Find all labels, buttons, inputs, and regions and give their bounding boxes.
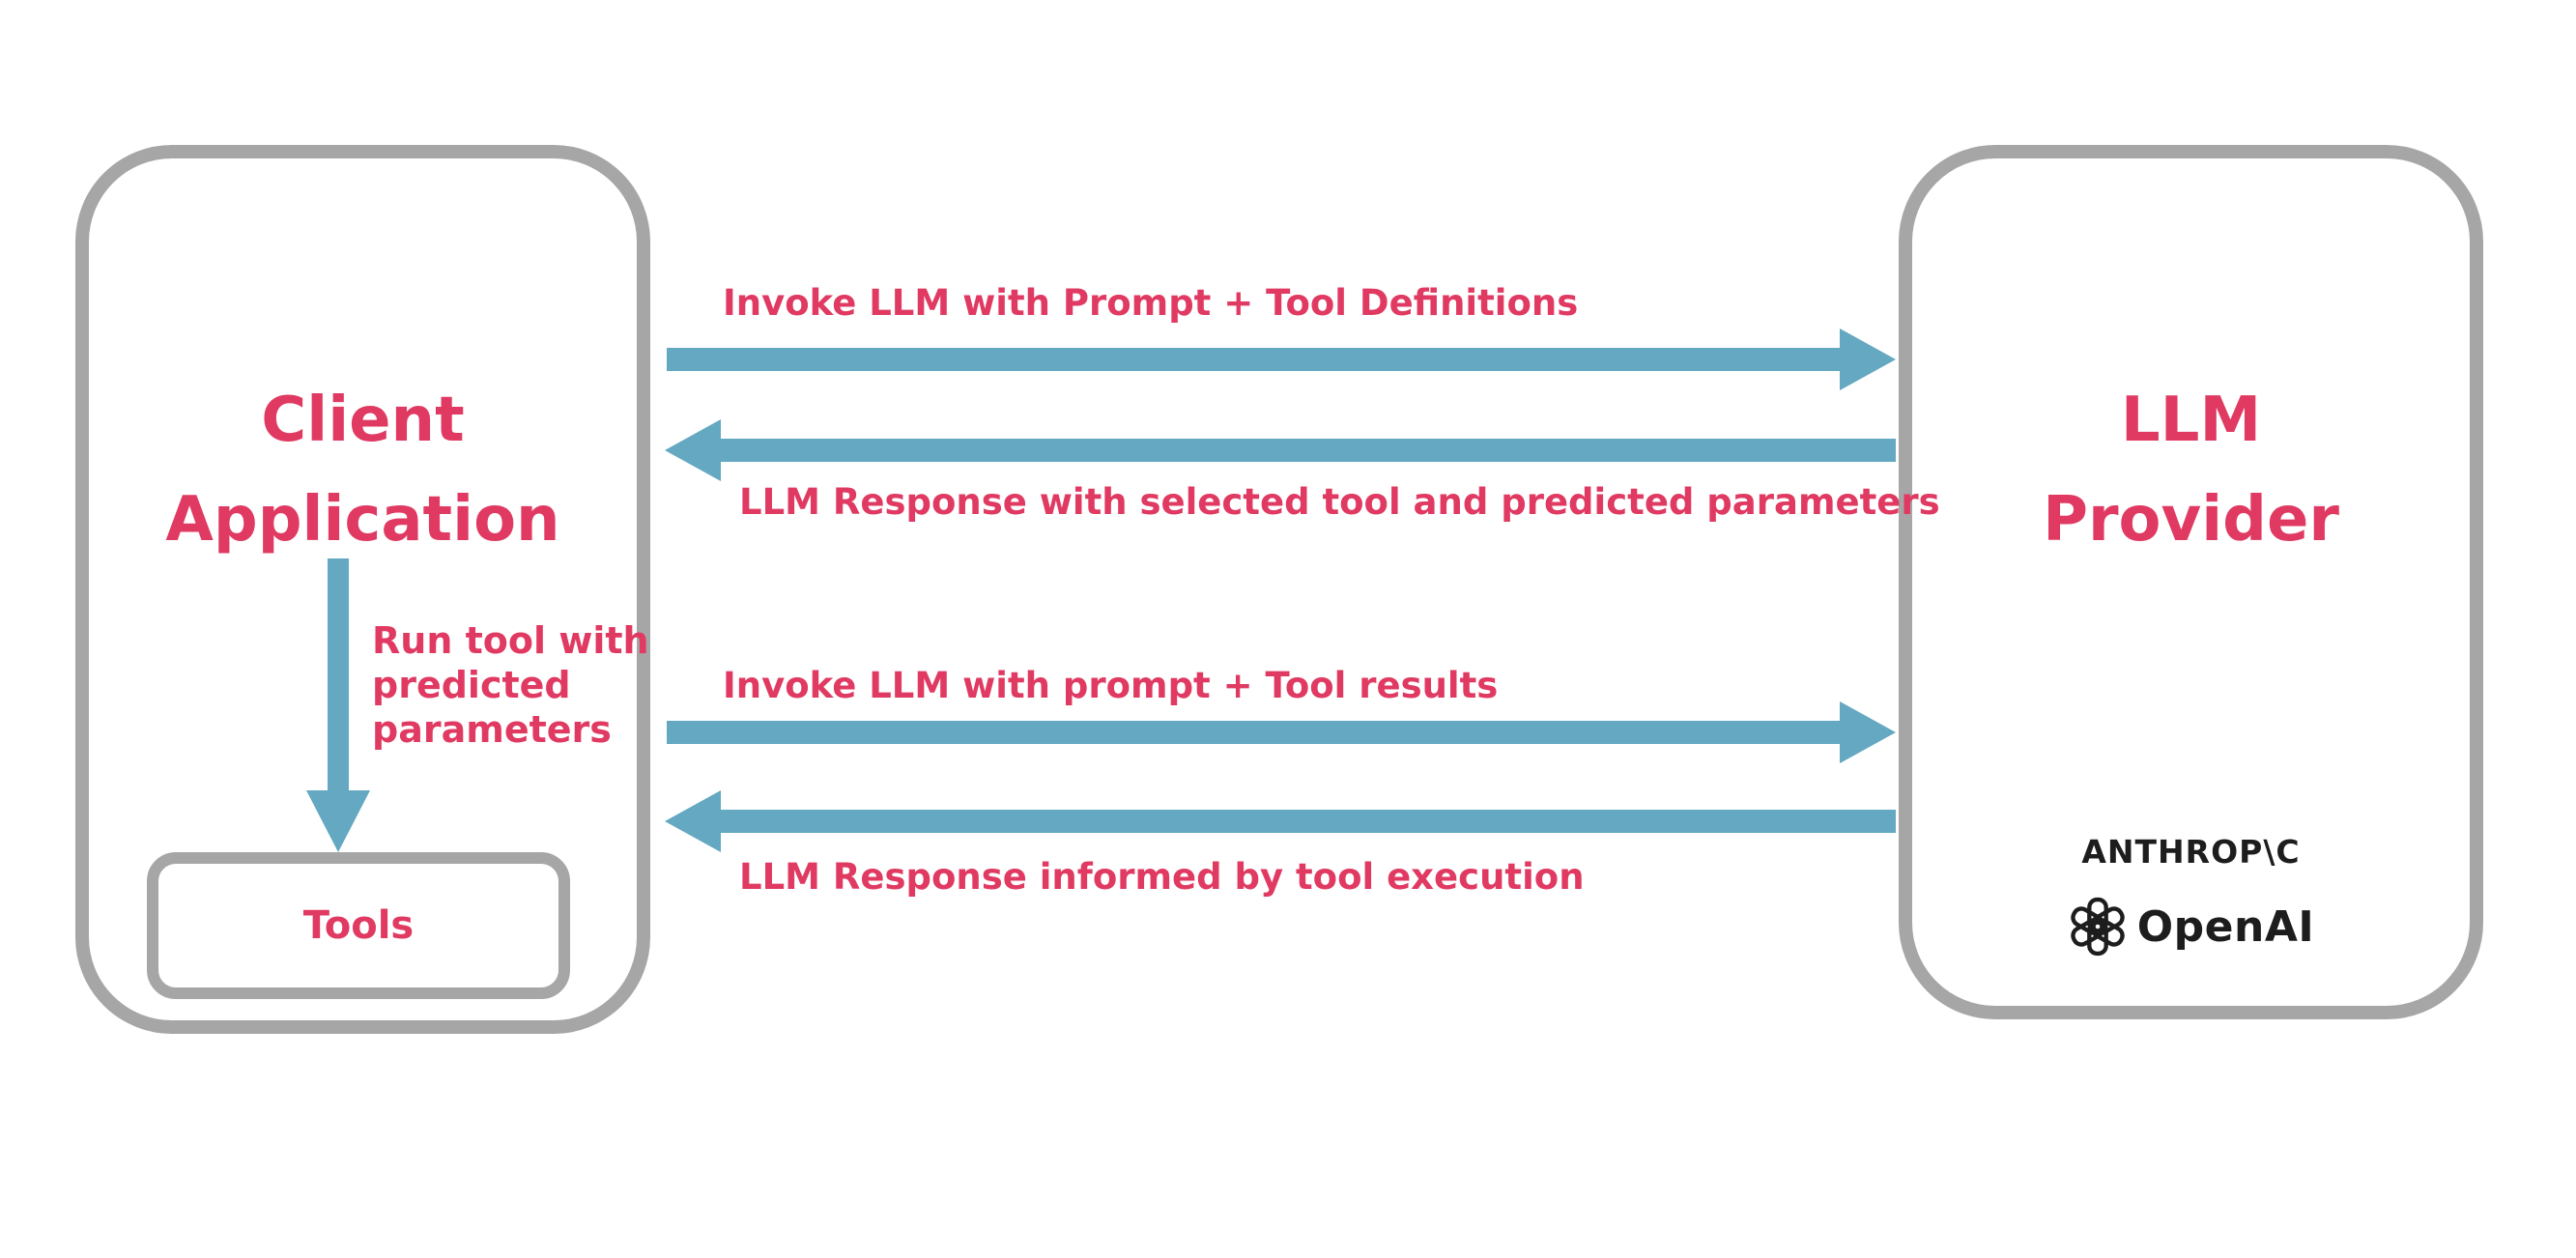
llm-provider-box [1899,145,2483,1019]
client-application-title: Client Application [165,385,560,556]
arrow-down-run-tool-head-icon [306,790,370,852]
arrow-right-2 [667,721,1840,744]
arrow-label-run-tool: Run tool with predicted parameters [372,619,649,751]
arrow-down-run-tool [328,558,349,790]
tools-box: Tools [147,852,570,999]
arrow-right-2-head-icon [1840,701,1896,763]
tools-label: Tools [302,903,415,948]
arrow-label-response-selected-tool: LLM Response with selected tool and pred… [739,481,1940,523]
arrow-right-1-head-icon [1840,329,1896,390]
arrow-label-invoke-definitions: Invoke LLM with Prompt + Tool Definition… [723,282,1579,324]
llm-provider-title: LLM Provider [2043,385,2339,556]
arrow-left-2-head-icon [665,790,721,852]
arrow-left-1-head-icon [665,419,721,481]
openai-icon [2068,897,2128,957]
arrow-label-invoke-results: Invoke LLM with prompt + Tool results [723,665,1499,706]
openai-wordmark: OpenAI [2136,901,2315,952]
arrow-label-response-tool-execution: LLM Response informed by tool execution [739,856,1585,898]
anthropic-logo: ANTHROP\C [2081,833,2301,871]
arrow-right-1 [667,348,1840,371]
openai-logo: OpenAI [1899,897,2483,957]
arrow-left-1 [719,439,1896,462]
arrow-left-2 [719,810,1896,833]
